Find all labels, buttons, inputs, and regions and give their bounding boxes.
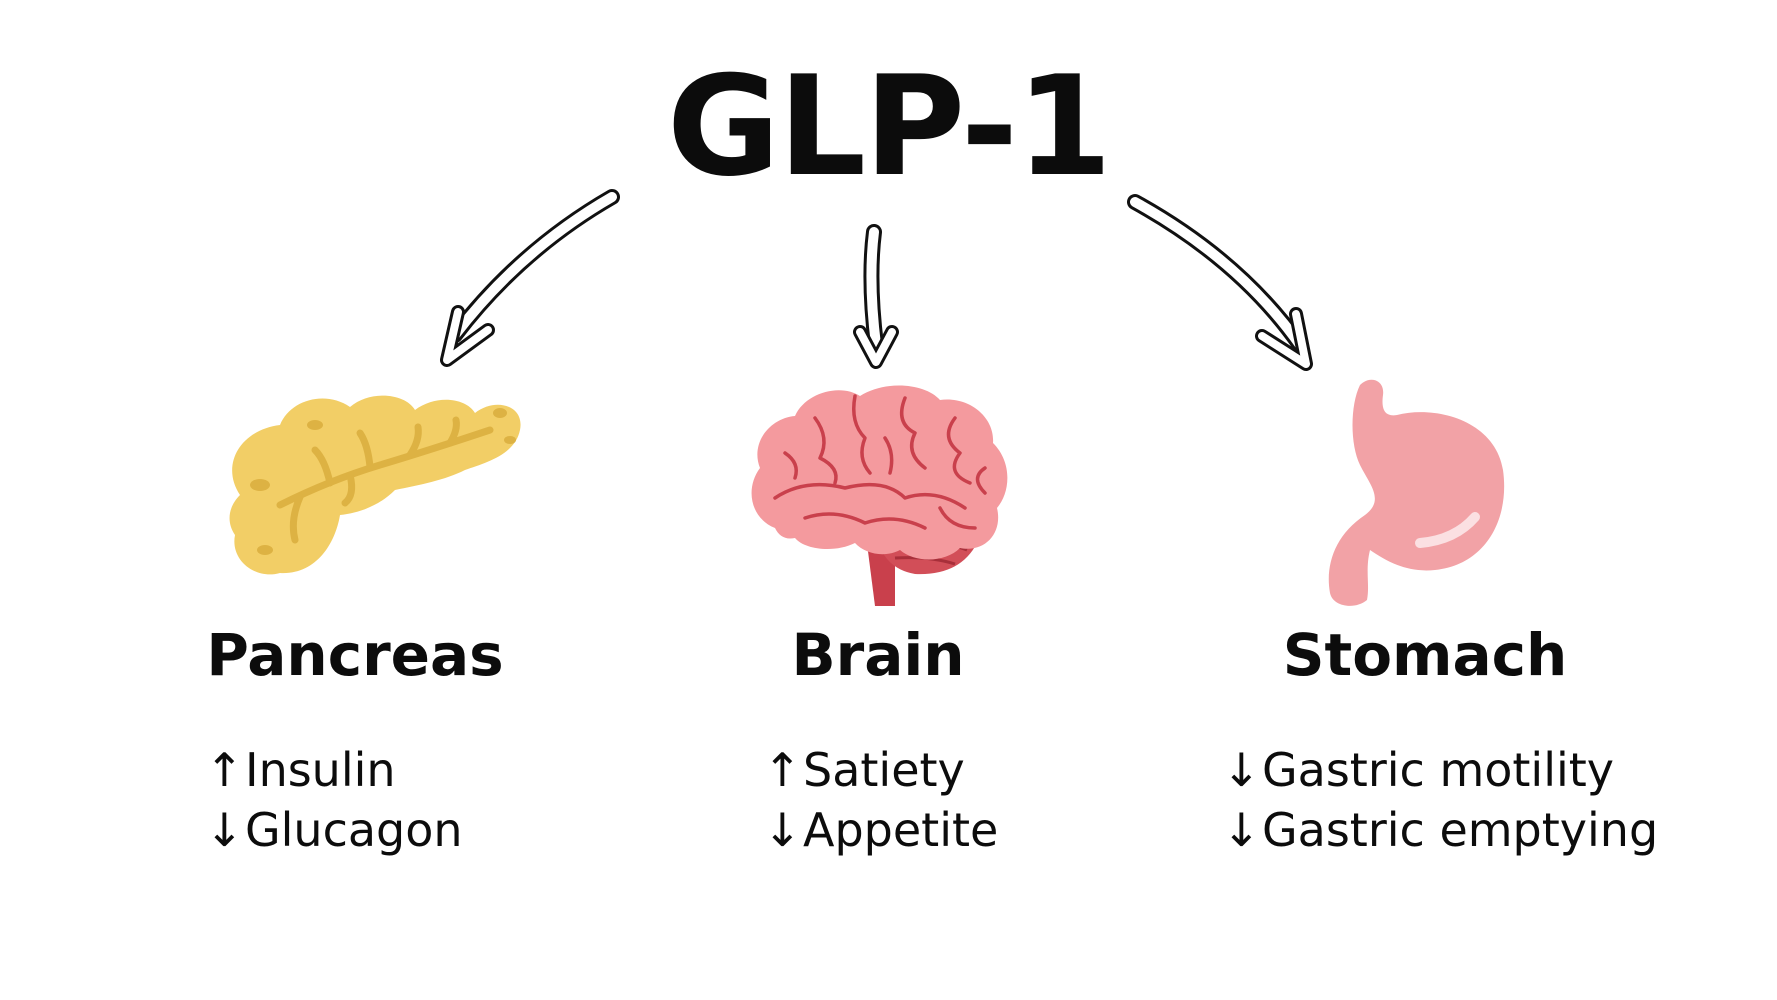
- effect-label: Gastric motility: [1262, 743, 1615, 797]
- organ-name-pancreas: Pancreas: [206, 621, 504, 689]
- down-arrow-icon: ↓: [205, 803, 244, 857]
- stomach-icon: [1328, 379, 1505, 606]
- diagram-title: GLP-1: [666, 46, 1112, 207]
- organ-name-brain: Brain: [791, 621, 965, 689]
- effect-item: ↓Gastric motility: [1222, 740, 1658, 800]
- brain-icon: [751, 385, 1008, 606]
- effect-item: ↑Insulin: [205, 740, 463, 800]
- down-arrow-icon: ↓: [1222, 743, 1261, 797]
- effects-brain: ↑Satiety ↓Appetite: [763, 740, 998, 860]
- arrow-to-brain: [853, 224, 899, 369]
- arrow-to-stomach: [1127, 194, 1313, 371]
- organ-name-stomach: Stomach: [1282, 621, 1568, 689]
- up-arrow-icon: ↑: [205, 743, 244, 797]
- effect-label: Gastric emptying: [1262, 803, 1659, 857]
- effect-label: Glucagon: [245, 803, 463, 857]
- down-arrow-icon: ↓: [763, 803, 802, 857]
- down-arrow-icon: ↓: [1222, 803, 1261, 857]
- effect-label: Insulin: [245, 743, 396, 797]
- pancreas-icon: [229, 395, 521, 575]
- effects-pancreas: ↑Insulin ↓Glucagon: [205, 740, 463, 860]
- effect-item: ↑Satiety: [763, 740, 998, 800]
- effect-item: ↓Gastric emptying: [1222, 800, 1658, 860]
- up-arrow-icon: ↑: [763, 743, 802, 797]
- arrow-to-pancreas: [440, 189, 620, 367]
- effects-stomach: ↓Gastric motility ↓Gastric emptying: [1222, 740, 1658, 860]
- effect-label: Satiety: [803, 743, 965, 797]
- effect-label: Appetite: [803, 803, 999, 857]
- effect-item: ↓Appetite: [763, 800, 998, 860]
- effect-item: ↓Glucagon: [205, 800, 463, 860]
